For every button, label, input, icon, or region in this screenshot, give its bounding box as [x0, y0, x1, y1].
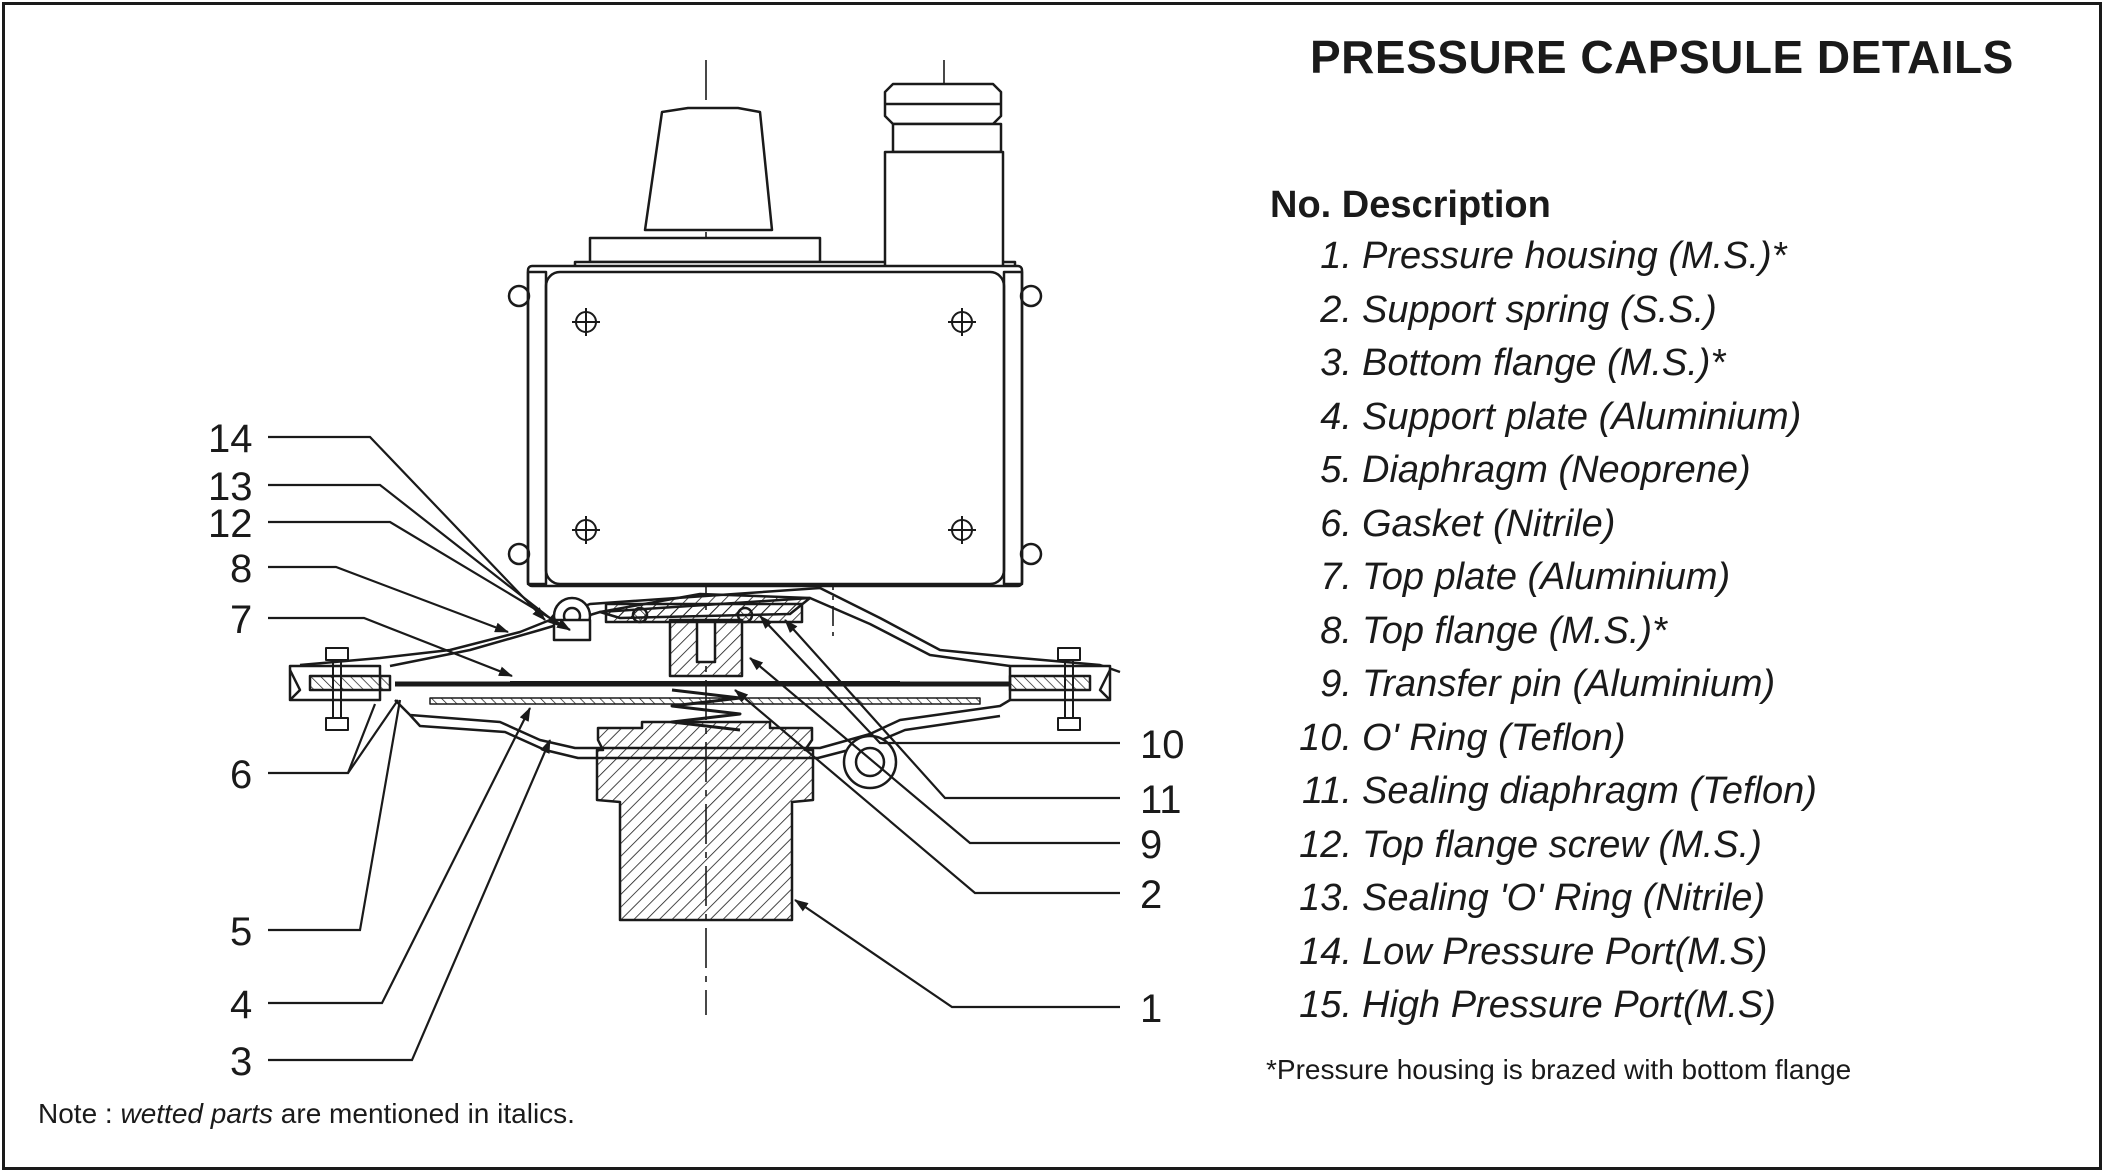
part-description: Support plate (Aluminium): [1362, 395, 1802, 438]
part-no: 1.: [1320, 235, 1352, 277]
low-pressure-port: [643, 106, 774, 232]
list-item: 13.Sealing 'O' Ring (Nitrile): [1270, 872, 1817, 926]
support-plate: [429, 697, 981, 705]
part-description: Sealing diaphragm (Teflon): [1362, 770, 1817, 812]
header-no: No.: [1270, 184, 1332, 226]
part-description: Support spring (S.S.): [1362, 288, 1717, 331]
part-description: Sealing 'O' Ring (Nitrile): [1362, 877, 1766, 919]
enclosure-outer: [526, 264, 1024, 588]
list-item: 6.Gasket (Nitrile): [1270, 498, 1817, 552]
part-description: Bottom flange (M.S.)*: [1362, 342, 1726, 384]
part-no: 2.: [1320, 288, 1352, 331]
callout-11: 11: [1140, 778, 1182, 822]
list-item: 9.Transfer pin (Aluminium): [1270, 658, 1817, 712]
callout-9: 9: [1140, 823, 1162, 867]
note-suffix: are mentioned in italics.: [273, 1098, 575, 1129]
cover-screws: [572, 308, 976, 544]
part-no: 4.: [1320, 395, 1352, 438]
list-item: 7.Top plate (Aluminium): [1270, 551, 1817, 605]
list-item: 3.Bottom flange (M.S.)*: [1270, 337, 1817, 391]
callout-4: 4: [230, 983, 252, 1027]
gasket-right: [1008, 674, 1092, 692]
part-no: 5.: [1320, 449, 1352, 491]
part-no: 12.: [1299, 823, 1352, 866]
pressure-housing: [595, 720, 815, 922]
callout-14: 14: [208, 417, 253, 461]
part-description: High Pressure Port(M.S): [1362, 984, 1776, 1026]
list-item: 8.Top flange (M.S.)*: [1270, 605, 1817, 659]
list-item: 14.Low Pressure Port(M.S): [1270, 926, 1817, 980]
note-italic: wetted parts: [120, 1098, 274, 1129]
callout-2: 2: [1140, 873, 1162, 917]
part-description: Low Pressure Port(M.S): [1362, 930, 1768, 973]
list-item: 15.High Pressure Port(M.S): [1270, 979, 1817, 1033]
callout-3: 3: [230, 1040, 252, 1084]
list-item: 10.O' Ring (Teflon): [1270, 712, 1817, 766]
o-ring: [736, 606, 754, 624]
callout-5: 5: [230, 910, 252, 954]
part-no: 10.: [1299, 716, 1352, 759]
part-description: Gasket (Nitrile): [1362, 502, 1616, 545]
part-description: O' Ring (Teflon): [1362, 716, 1626, 759]
parts-list-header: No. Description: [1270, 180, 1817, 230]
header-description: Description: [1341, 184, 1551, 226]
part-description: Diaphragm (Neoprene): [1362, 449, 1751, 491]
diagram-title: PRESSURE CAPSULE DETAILS: [1310, 31, 2014, 83]
gasket-left: [308, 674, 392, 692]
part-no: 15.: [1299, 984, 1352, 1026]
list-item: 2.Support spring (S.S.): [1270, 284, 1817, 338]
part-no: 8.: [1320, 609, 1352, 652]
list-item: 4.Support plate (Aluminium): [1270, 391, 1817, 445]
part-description: Pressure housing (M.S.)*: [1362, 235, 1787, 277]
parts-list: No. Description 1.Pressure housing (M.S.…: [1270, 180, 1817, 1033]
note-prefix: Note :: [38, 1098, 121, 1129]
callout-1: 1: [1140, 987, 1162, 1031]
part-description: Transfer pin (Aluminium): [1362, 663, 1776, 705]
part-no: 6.: [1320, 502, 1352, 545]
list-item: 1.Pressure housing (M.S.)*: [1270, 230, 1817, 284]
callout-13: 13: [208, 465, 253, 509]
callout-6: 6: [230, 753, 252, 797]
part-no: 11.: [1301, 770, 1352, 812]
footnote: *Pressure housing is brazed with bottom …: [1266, 1054, 1852, 1085]
top-flange: [299, 586, 1121, 674]
callout-8: 8: [230, 547, 252, 591]
part-description: Top flange screw (M.S.): [1362, 823, 1762, 866]
callout-7: 7: [230, 598, 252, 642]
callout-12: 12: [208, 502, 253, 546]
list-item: 12.Top flange screw (M.S.): [1270, 819, 1817, 873]
part-description: Top plate (Aluminium): [1362, 556, 1731, 598]
part-no: 7.: [1320, 556, 1352, 598]
callout-10: 10: [1140, 723, 1185, 767]
part-description: Top flange (M.S.)*: [1362, 609, 1667, 652]
list-item: 11.Sealing diaphragm (Teflon): [1270, 765, 1817, 819]
list-item: 5.Diaphragm (Neoprene): [1270, 444, 1817, 498]
part-no: 3.: [1320, 342, 1352, 384]
part-no: 13.: [1299, 877, 1352, 919]
part-no: 14.: [1299, 930, 1352, 973]
flange-bolts: [325, 647, 1081, 731]
wetted-parts-note: Note : wetted parts are mentioned in ita…: [38, 1098, 575, 1130]
part-no: 9.: [1320, 663, 1352, 705]
